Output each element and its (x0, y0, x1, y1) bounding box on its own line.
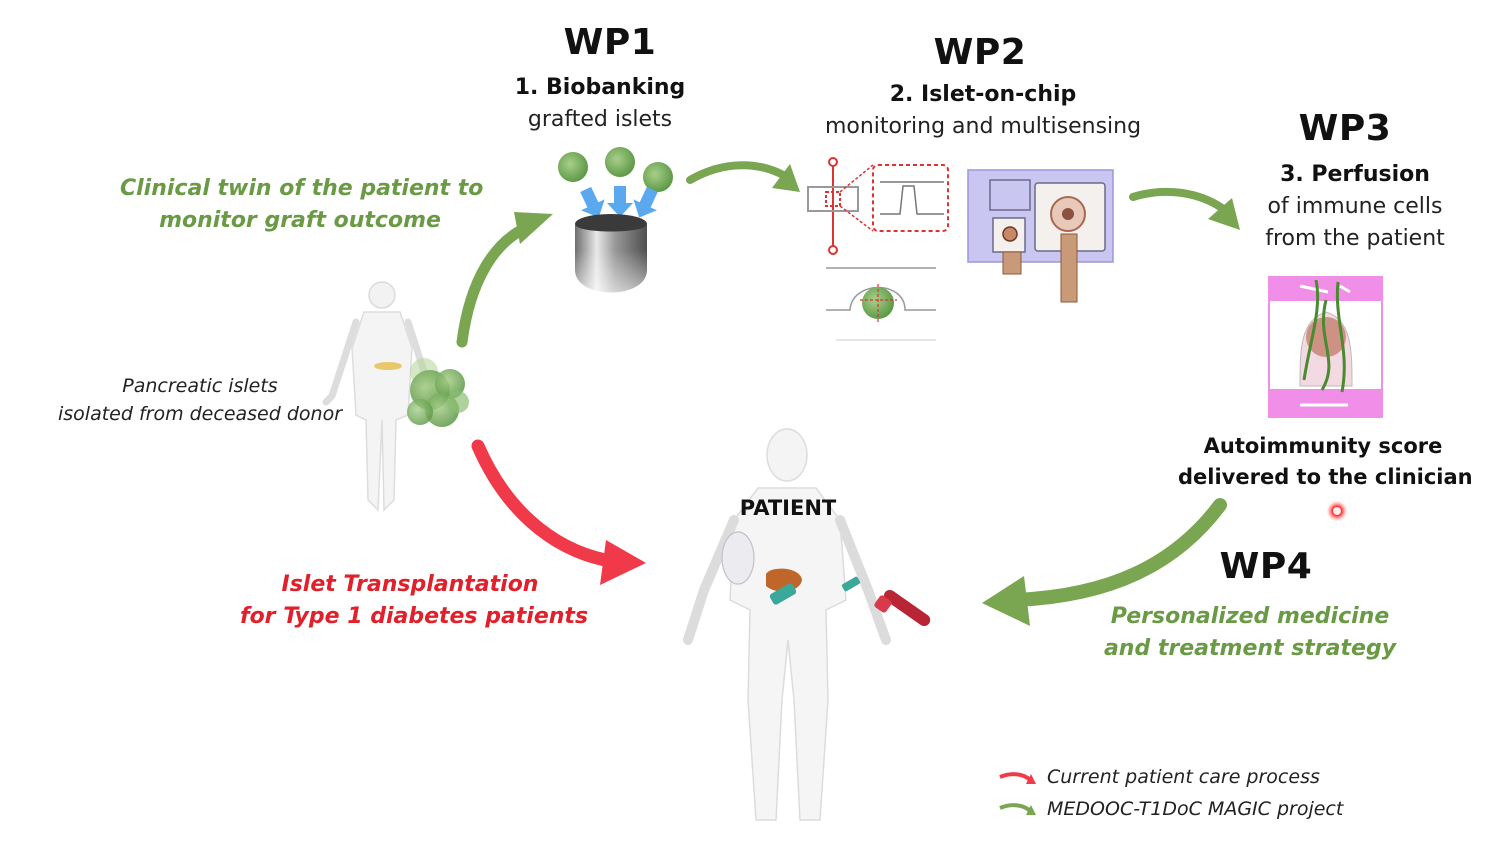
clinical-twin-line2: monitor graft outcome (159, 208, 441, 233)
arrow-chip-to-perfusion (1129, 187, 1240, 230)
transplant-line2: for Type 1 diabetes patients (240, 604, 589, 629)
donor-line1: Pancreatic islets (122, 375, 278, 397)
human-patient-icon (683, 428, 891, 821)
wp1-step: 1. Biobanking (514, 75, 686, 100)
arrow-biobank-to-chip (686, 161, 800, 192)
arrow-donor-to-patient (471, 439, 646, 585)
islets-above-vial (558, 147, 673, 192)
islet-cluster-icon (407, 358, 469, 427)
chip-schematic-icon (807, 157, 949, 341)
human-donor-icon (322, 281, 440, 512)
wp4-line1: Personalized medicine (1110, 604, 1390, 629)
perfusion-chamber-icon (1268, 276, 1383, 418)
cold-arrows (580, 186, 658, 218)
wp1-sub: grafted islets (527, 107, 673, 132)
legend-item-magic: MEDOOC-T1DoC MAGIC project (1047, 798, 1344, 820)
score-line2: delivered to the clinician (1178, 465, 1473, 489)
wp3-title: WP3 (1298, 108, 1392, 149)
legend-red-swatch (999, 772, 1036, 784)
cryo-vial-icon (568, 214, 654, 322)
donor-line2: isolated from deceased donor (57, 403, 343, 425)
wp3-sub1: of immune cells (1267, 194, 1443, 219)
wp1-title: WP1 (563, 22, 657, 63)
score-line1: Autoimmunity score (1203, 434, 1443, 458)
wp2-sub: monitoring and multisensing (824, 114, 1142, 139)
clinical-twin-line1: Clinical twin of the patient to (120, 176, 484, 201)
wp2-title: WP2 (933, 32, 1027, 73)
arrow-donor-to-biobank (456, 212, 553, 348)
chip-device-icon (967, 169, 1114, 303)
arrow-score-to-patient (982, 498, 1227, 626)
wp3-step: 3. Perfusion (1280, 162, 1430, 187)
wp3-sub2: from the patient (1265, 226, 1445, 251)
patient-label: PATIENT (739, 496, 837, 520)
wp2-step: 2. Islet-on-chip (889, 82, 1077, 107)
wp4-title: WP4 (1219, 546, 1313, 587)
legend-green-swatch (999, 803, 1036, 815)
legend-item-current: Current patient care process (1047, 766, 1320, 788)
blood-tube-icon (874, 589, 931, 627)
wp4-line2: and treatment strategy (1103, 636, 1397, 661)
transplant-line1: Islet Transplantation (281, 572, 539, 597)
